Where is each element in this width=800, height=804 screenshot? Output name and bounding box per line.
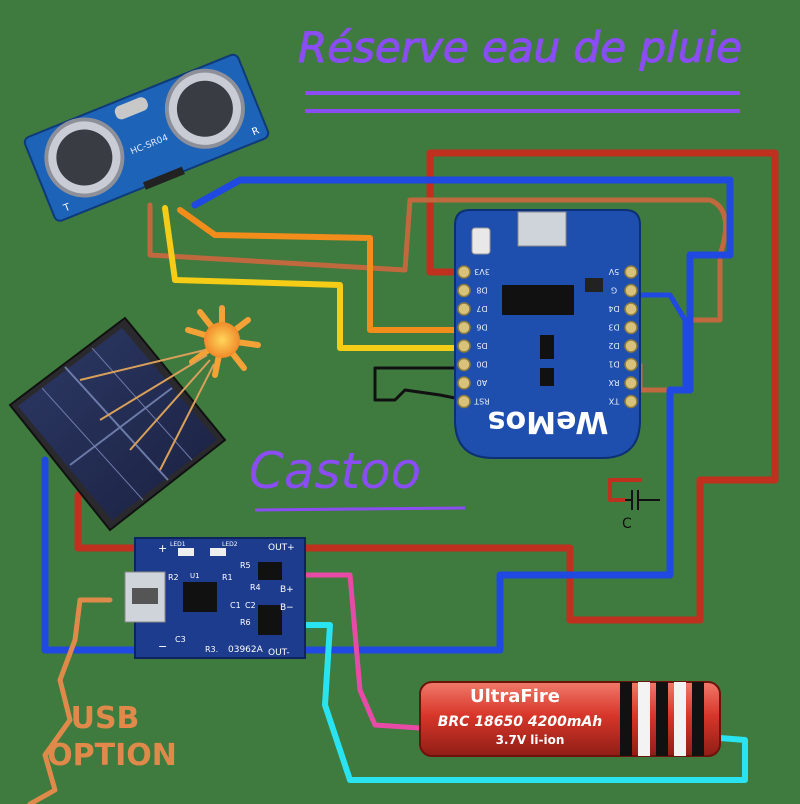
sun-icon (79, 305, 261, 471)
wire-usb-option (27, 597, 113, 804)
usb-option-line2: OPTION (47, 738, 177, 773)
charger-comp-r4: R4 (250, 583, 261, 592)
wemos-pin-label-d0: D0 (476, 360, 487, 369)
wemos-usb-port (517, 211, 567, 247)
wemos-pin-pad-g (624, 283, 638, 298)
charger-plus-label: + (158, 542, 167, 555)
wemos-pin-pad-rx (624, 376, 638, 390)
wemos-pin-label-d1: D1 (608, 360, 619, 369)
wire-red-cap (608, 478, 642, 502)
wemos-pin-label-tx: TX (608, 397, 620, 406)
sensor-crystal (114, 97, 148, 120)
capacitor: C (622, 490, 660, 532)
charger-bplus-label: B+ (280, 585, 294, 595)
wemos-pin-pad-d4 (624, 302, 638, 316)
wire-pink-bplus (302, 572, 423, 731)
wemos-pin-pad-d3 (624, 320, 638, 335)
wemos-pin-label-d4: D4 (608, 304, 619, 313)
battery-model: BRC 18650 4200mAh (438, 714, 603, 730)
ultrasonic-sensor: HC-SR04 T R (23, 53, 270, 222)
wemos-pin-label-a0: A0 (477, 378, 488, 387)
wire-red-solar (74, 491, 164, 552)
author-signature: Castoo (249, 442, 466, 512)
diagram-title: Réserve eau de pluie (298, 23, 742, 113)
usb-option-line1: USB (71, 701, 140, 736)
wemos-pin-label-d7: D7 (476, 304, 487, 313)
wire-black-jumper (373, 366, 467, 402)
wemos-pin-pad-d0 (457, 357, 471, 372)
charger-led2-label: LED2 (222, 541, 238, 548)
wire-blue-g-pin (632, 292, 688, 393)
charger-bminus-label: B− (280, 603, 294, 613)
sensor-pin-t: T (61, 202, 73, 215)
wemos-pin-pad-d6 (457, 320, 471, 335)
wemos-pin-label-g: G (611, 286, 617, 295)
wemos-pin-pad-d2 (624, 339, 638, 353)
charger-led1-label: LED1 (170, 541, 186, 548)
wires (27, 149, 779, 804)
wemos-pin-pad-3v3 (457, 265, 471, 279)
charger-chip (183, 582, 217, 612)
wemos-pin-pad-5v (624, 265, 638, 279)
wemos-pin-label-3v3: 3V3 (474, 267, 490, 276)
wemos-pin-label-rst: RST (474, 397, 490, 406)
charger-outplus-label: OUT+ (268, 543, 295, 553)
charger-comp-r6: R6 (240, 618, 251, 627)
wemos-pin-pad-a0 (457, 376, 471, 390)
wemos-logo: WeMos (488, 404, 609, 439)
wemos-pcb (454, 209, 641, 459)
battery-stripe-1 (620, 682, 632, 756)
wemos-pin-pad-tx (624, 394, 638, 409)
charger-comp-c2: C2 (245, 601, 256, 610)
sensor-header (142, 166, 185, 190)
wemos-pin-label-d3: D3 (608, 323, 619, 332)
charger-outminus-label: OUT- (268, 648, 290, 658)
charger-comp-r5: R5 (240, 561, 251, 570)
wemos-pin-label-rx: RX (608, 378, 620, 387)
battery-18650: UltraFire BRC 18650 4200mAh 3.7V li-ion (419, 681, 721, 757)
wire-orange-trig (177, 207, 468, 333)
charger-comp-r2: R2 (168, 573, 179, 582)
title-text: Réserve eau de pluie (298, 23, 742, 72)
wemos-pin-pad-d7 (457, 302, 471, 316)
wemos-pin-pad-d5 (457, 339, 471, 353)
wemos-pin-label-d2: D2 (608, 341, 619, 350)
author-text: Castoo (249, 442, 421, 500)
wire-yellow-echo (162, 205, 468, 351)
charger-comp-c3: C3 (175, 635, 186, 644)
wemos-chip (502, 285, 574, 315)
charger-minus-label: − (158, 640, 167, 653)
charger-comp-r1: R1 (222, 573, 233, 582)
wemos-reset-button (471, 227, 491, 255)
charger-module: + LED1 LED2 OUT+ − OUT- B+ B− R2 R1 R5 C… (124, 537, 306, 659)
wemos-pin-label-d6: D6 (476, 323, 487, 332)
charger-comp-c1: C1 (230, 601, 241, 610)
usb-option-label: USB OPTION (47, 701, 177, 773)
wire-blue-solar (41, 456, 164, 654)
wire-blue-gnd (191, 176, 734, 654)
wemos-pin-label-d8: D8 (476, 286, 487, 295)
capacitor-label: C (622, 516, 632, 532)
wire-brown (147, 197, 729, 393)
wemos-pin-pad-d1 (624, 357, 638, 372)
wire-cyan-bminus (302, 622, 748, 783)
charger-comp-u1: U1 (190, 572, 200, 580)
sensor-pin-r: R (250, 125, 261, 138)
battery-spec: 3.7V li-ion (496, 733, 565, 747)
wemos-pin-label-d5: D5 (476, 341, 487, 350)
charger-code: 03962A (228, 645, 264, 655)
wemos-pin-pad-d8 (457, 283, 471, 298)
wire-red-5v (296, 149, 779, 624)
charger-comp-r3: R3. (205, 645, 218, 654)
battery-brand: UltraFire (470, 686, 560, 707)
wemos-pin-label-5v: 5V (608, 267, 619, 276)
wemos-pin-pad-rst (457, 394, 471, 409)
solar-panel (8, 316, 227, 532)
